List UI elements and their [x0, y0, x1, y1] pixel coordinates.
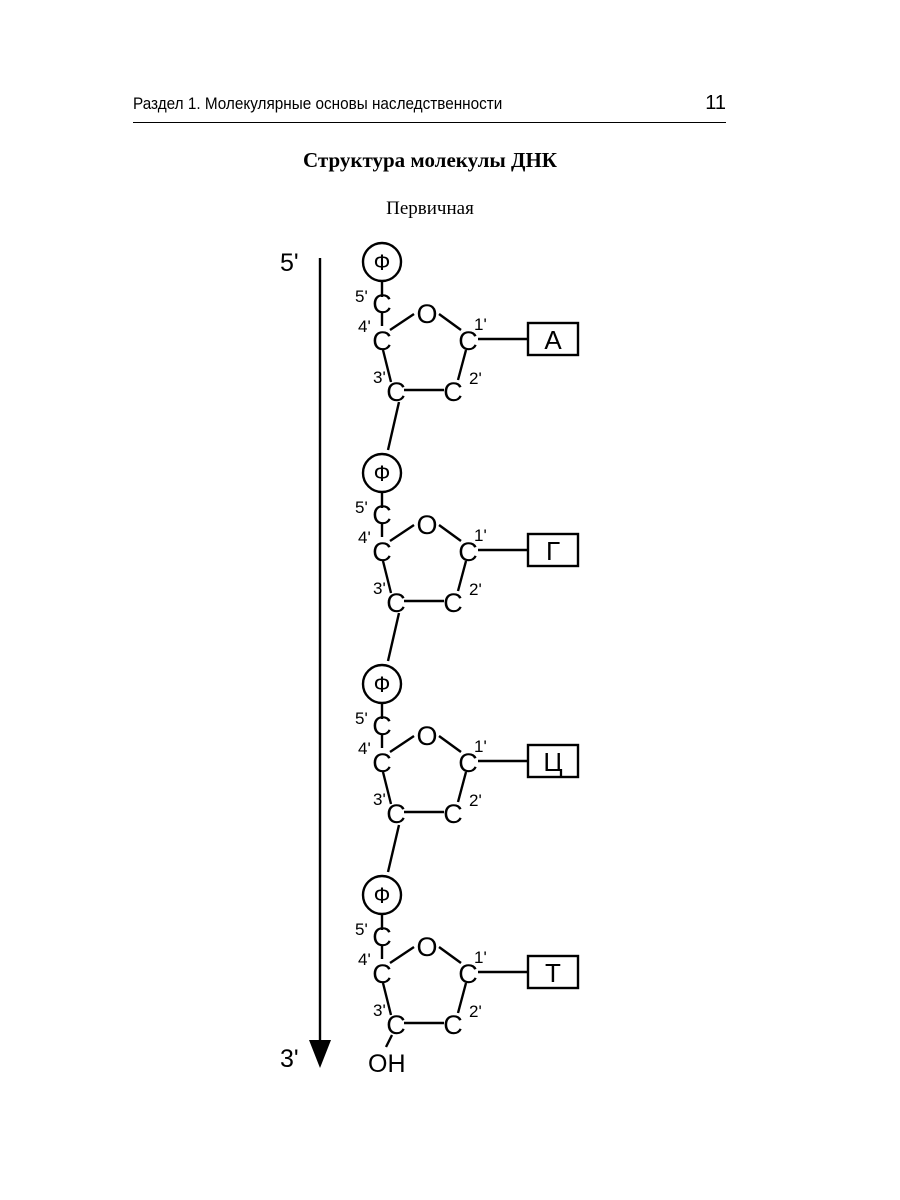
- nitrogenous-base-label: А: [544, 325, 562, 355]
- carbon-3-label: C: [386, 377, 406, 407]
- phosphate-label: Ф: [374, 461, 391, 486]
- nucleotide: Ф C C O C C C 5' 4' 1' 3' 2' Ц: [355, 663, 580, 829]
- position-3-label: 3': [373, 368, 386, 387]
- position-1-label: 1': [474, 948, 487, 967]
- phosphodiester-bond: [386, 612, 401, 662]
- phosphate-label: Ф: [374, 883, 391, 908]
- strand-start-label: 5': [280, 249, 299, 277]
- nitrogenous-base-label: Ц: [543, 747, 562, 777]
- arrowhead-icon: [309, 1040, 331, 1068]
- page-title: Структура молекулы ДНК: [303, 148, 557, 172]
- position-2-label: 2': [469, 791, 482, 810]
- position-2-label: 2': [469, 1002, 482, 1021]
- carbon-2-label: C: [443, 799, 463, 829]
- running-head: Раздел 1. Молекулярные основы наследстве…: [133, 92, 726, 123]
- position-5-label: 5': [355, 498, 368, 517]
- ring-oxygen-label: O: [416, 721, 437, 751]
- position-5-label: 5': [355, 709, 368, 728]
- section-title: Раздел 1. Молекулярные основы наследстве…: [133, 94, 503, 113]
- position-4-label: 4': [358, 950, 371, 969]
- carbon-2-label: C: [443, 1010, 463, 1040]
- carbon-3-label: C: [386, 588, 406, 618]
- ring-oxygen-label: O: [416, 510, 437, 540]
- phosphate-label: Ф: [374, 250, 391, 275]
- position-4-label: 4': [358, 317, 371, 336]
- nucleotide: Ф C C O C C C 5' 4' 1' 3' 2' А: [355, 241, 580, 407]
- diagram-subtitle: Первичная: [386, 198, 474, 219]
- carbon-4-label: C: [372, 959, 392, 989]
- position-4-label: 4': [358, 739, 371, 758]
- carbon-1-label: C: [458, 748, 478, 778]
- position-3-label: 3': [373, 790, 386, 809]
- carbon-5-label: C: [372, 711, 392, 741]
- carbon-5-label: C: [372, 922, 392, 952]
- carbon-5-label: C: [372, 289, 392, 319]
- position-4-label: 4': [358, 528, 371, 547]
- carbon-4-label: C: [372, 748, 392, 778]
- carbon-2-label: C: [443, 377, 463, 407]
- position-2-label: 2': [469, 369, 482, 388]
- nucleotide: Ф C C O C C C 5' 4' 1' 3' 2' Г: [355, 452, 580, 618]
- carbon-1-label: C: [458, 959, 478, 989]
- nitrogenous-base-label: Т: [545, 958, 561, 988]
- position-3-label: 3': [373, 579, 386, 598]
- position-1-label: 1': [474, 526, 487, 545]
- oh-bond: [384, 1034, 394, 1048]
- carbon-1-label: C: [458, 326, 478, 356]
- ring-oxygen-label: O: [416, 932, 437, 962]
- phosphate-label: Ф: [374, 672, 391, 697]
- strand-end-label: 3': [280, 1045, 299, 1073]
- position-5-label: 5': [355, 287, 368, 306]
- carbon-1-label: C: [458, 537, 478, 567]
- carbon-3-label: C: [386, 799, 406, 829]
- nucleotide: Ф C C O C C C 5' 4' 1' 3' 2' Т: [355, 874, 580, 1040]
- position-2-label: 2': [469, 580, 482, 599]
- ring-oxygen-label: O: [416, 299, 437, 329]
- position-3-label: 3': [373, 1001, 386, 1020]
- position-5-label: 5': [355, 920, 368, 939]
- carbon-4-label: C: [372, 537, 392, 567]
- position-1-label: 1': [474, 737, 487, 756]
- terminal-oh-label: OH: [368, 1050, 406, 1078]
- nitrogenous-base-label: Г: [546, 536, 560, 566]
- carbon-5-label: C: [372, 500, 392, 530]
- carbon-3-label: C: [386, 1010, 406, 1040]
- carbon-4-label: C: [372, 326, 392, 356]
- phosphodiester-bond: [386, 401, 401, 451]
- page-number: 11: [705, 92, 726, 114]
- phosphodiester-bond: [386, 824, 401, 873]
- carbon-2-label: C: [443, 588, 463, 618]
- position-1-label: 1': [474, 315, 487, 334]
